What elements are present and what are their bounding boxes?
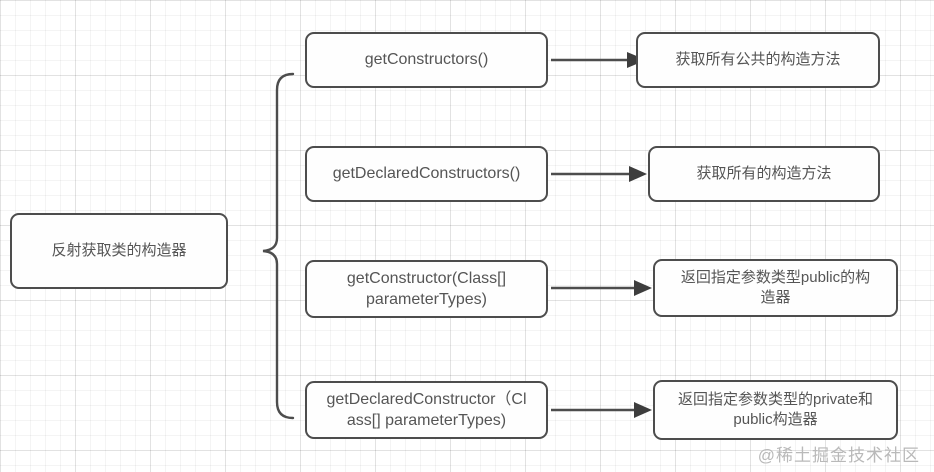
method-node-3[interactable]: getConstructor(Class[] parameterTypes) [305,260,548,318]
watermark: @稀土掘金技术社区 [757,446,920,465]
root-node-label: 反射获取类的构造器 [51,242,187,260]
arrow-row-4 [551,402,652,418]
method-node-1[interactable]: getConstructors() [305,32,548,88]
description-node-3-label: 返回指定参数类型public的构 造器 [680,269,871,306]
method-node-2-label: getDeclaredConstructors() [332,165,521,183]
arrow-row-1 [551,52,646,68]
description-node-1[interactable]: 获取所有公共的构造方法 [636,32,880,88]
root-node[interactable]: 反射获取类的构造器 [10,213,228,289]
description-node-3[interactable]: 返回指定参数类型public的构 造器 [653,259,898,317]
description-node-2-label: 获取所有的构造方法 [696,165,832,183]
description-node-4[interactable]: 返回指定参数类型的private和 public构造器 [653,380,898,440]
description-node-1-label: 获取所有公共的构造方法 [675,51,841,69]
method-node-4-label: getDeclaredConstructor（Cl ass[] paramete… [326,390,527,429]
method-node-1-label: getConstructors() [364,51,489,69]
method-node-3-label: getConstructor(Class[] parameterTypes) [346,269,507,308]
method-node-4[interactable]: getDeclaredConstructor（Cl ass[] paramete… [305,381,548,439]
arrow-row-3 [551,280,652,296]
curly-brace-icon [262,72,295,420]
arrow-row-2 [551,166,647,182]
description-node-2[interactable]: 获取所有的构造方法 [648,146,880,202]
method-node-2[interactable]: getDeclaredConstructors() [305,146,548,202]
description-node-4-label: 返回指定参数类型的private和 public构造器 [677,391,874,428]
